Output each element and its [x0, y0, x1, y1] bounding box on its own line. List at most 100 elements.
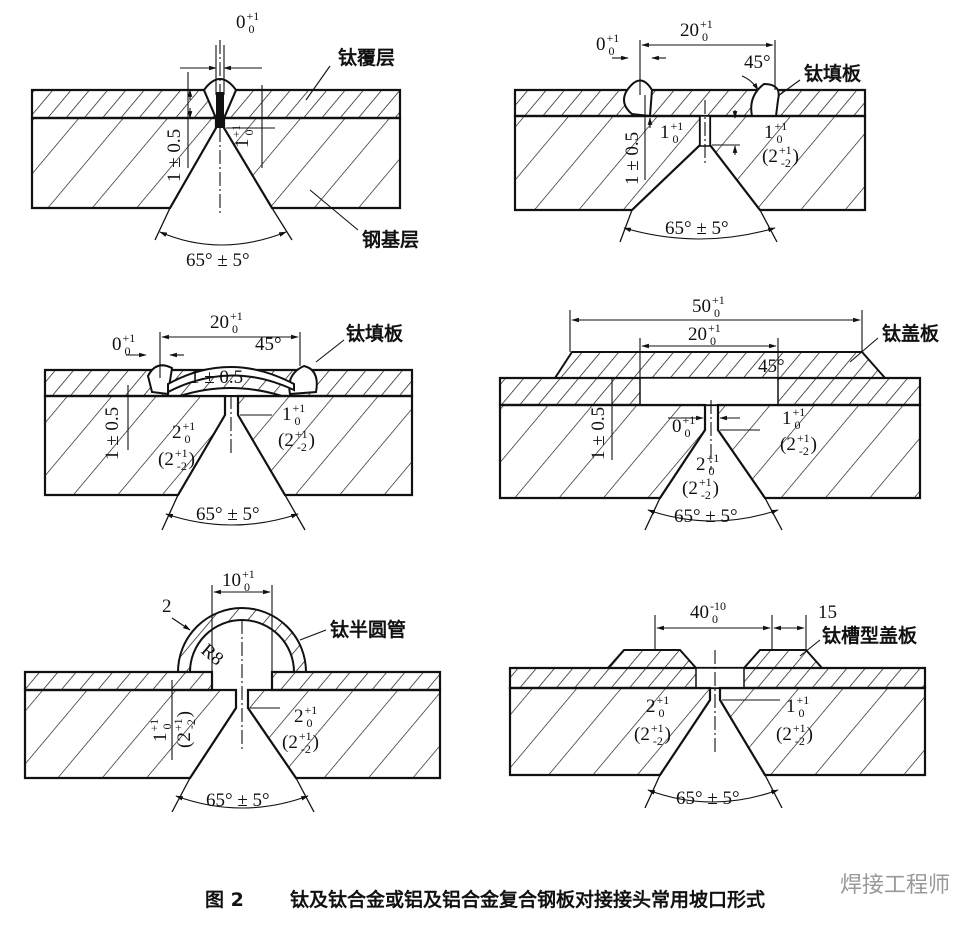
root-gap-tolerance: 2+10	[696, 451, 719, 478]
gap-tolerance: 0+10	[112, 331, 135, 358]
root-face-alt-tolerance: (2+1-2)	[278, 427, 315, 454]
panel-cover-plate-groove: 50+10 20+10 45° 钛盖板 1 ± 0.5 0+10 1+10 (2…	[498, 293, 940, 531]
tolerance-suffix: )	[174, 711, 195, 717]
tolerance-upper: +1	[797, 431, 810, 445]
figure-caption: 钛及钛合金或铝及铝合金复合钢板对接接头常用坡口形式	[290, 888, 765, 911]
tolerance-base: 0	[596, 34, 606, 55]
tolerance-suffix: )	[807, 724, 813, 745]
outer-width-tolerance: 50+10	[692, 293, 725, 320]
root-left-tolerance: 1+10	[660, 119, 683, 146]
base-label: 钢基层	[362, 228, 419, 251]
root-gap-alt-tolerance: (2+1-2)	[158, 446, 195, 473]
groove-angle-label: 65° ± 5°	[676, 788, 740, 809]
tube-thickness-label: 2	[162, 596, 172, 617]
root-face-tolerance: 1+10	[786, 693, 809, 720]
tolerance-upper: +1	[699, 475, 712, 489]
steel-base-left	[498, 403, 707, 500]
tolerance-base: 1	[782, 408, 792, 429]
tolerance-suffix: )	[665, 724, 671, 745]
figure-number: 图 2	[205, 889, 244, 911]
tolerance-base: (2	[780, 434, 796, 455]
tolerance-upper: +1	[683, 413, 696, 427]
depth-label: 1 ± 0.5	[622, 132, 643, 185]
cladding-cutout	[639, 377, 779, 406]
tolerance-upper: +1	[171, 718, 185, 731]
steel-base-left	[43, 394, 227, 497]
tolerance-base: 2	[172, 422, 182, 443]
tolerance-base: (2	[174, 732, 195, 748]
tolerance-base: 20	[210, 312, 229, 333]
root-gap-alt-tolerance: (2+1-2)	[634, 721, 671, 748]
groove-angle-label: 65° ± 5°	[665, 218, 729, 239]
tolerance-upper: +1	[293, 401, 306, 415]
steel-base-left	[513, 114, 702, 212]
tolerance-base: (2	[682, 478, 698, 499]
tolerance-base: 1	[282, 404, 292, 425]
depth-label: 1 ± 0.5	[588, 407, 609, 460]
tolerance-lower: 0	[795, 418, 801, 432]
tolerance-upper: +1	[305, 703, 318, 717]
root-face-alt-tolerance: (2+1-2)	[171, 711, 198, 748]
tolerance-base: 1	[150, 733, 171, 743]
steel-base-left	[508, 686, 712, 777]
groove-angle-label: 65° ± 5°	[196, 504, 260, 525]
titanium-cladding-left	[23, 670, 214, 692]
tolerance-lower: -2	[799, 444, 809, 458]
tolerance-upper: +1	[700, 17, 713, 31]
width-tolerance: 20+10	[210, 309, 243, 336]
tolerance-lower: 0	[307, 716, 313, 730]
tolerance-base: 0	[236, 12, 246, 33]
tolerance-upper: +1	[712, 293, 725, 307]
tolerance-upper: +1	[708, 321, 721, 335]
tolerance-lower: 0	[710, 334, 716, 348]
gap-tolerance: 0+10	[672, 413, 695, 440]
tolerance-suffix: )	[811, 434, 817, 455]
tolerance-base: 1	[660, 122, 670, 143]
tube-radius-label: R8	[197, 640, 227, 670]
watermark: 焊接工程师	[840, 873, 950, 898]
root-face-tolerance: 1+10	[782, 405, 805, 432]
tolerance-lower: 0	[232, 322, 238, 336]
tolerance-base: 1	[764, 122, 774, 143]
tolerance-base: 2	[696, 454, 706, 475]
titanium-cladding-right	[222, 88, 402, 120]
tolerance-upper: +1	[793, 721, 806, 735]
tolerance-base: 2	[646, 696, 656, 717]
panel-arched-filler-groove: 20+10 0+10 45° 钛填板 1 ± 0.5 1 ± 0.5 2+10 …	[43, 309, 414, 531]
tolerance-upper: +1	[123, 331, 136, 345]
root-face-alt-tolerance: (2+1-2)	[776, 721, 813, 748]
tolerance-suffix: )	[189, 449, 195, 470]
tolerance-lower: 0	[244, 580, 250, 594]
width-tolerance: 10+10	[222, 567, 255, 594]
tolerance-upper: +1	[775, 119, 788, 133]
tolerance-lower: -2	[781, 156, 791, 170]
tolerance-lower: 0	[185, 432, 191, 446]
cover-label: 钛盖板	[882, 322, 940, 345]
tolerance-upper: +1	[657, 693, 670, 707]
width-tolerance: 20+10	[680, 17, 713, 44]
root-gap-tolerance: 2+10	[646, 693, 669, 720]
tolerance-suffix: )	[793, 146, 799, 167]
tolerance-upper: +1	[651, 721, 664, 735]
tolerance-upper: -10	[710, 599, 726, 613]
tolerance-lower: 0	[242, 130, 256, 136]
tolerance-upper: +1	[295, 427, 308, 441]
channel-cover-right	[741, 649, 825, 669]
arched-filler-plate	[167, 366, 295, 394]
tolerance-base: 50	[692, 296, 711, 317]
tolerance-lower: 0	[685, 426, 691, 440]
tolerance-lower: -2	[653, 734, 663, 748]
tolerance-base: 1	[232, 139, 253, 149]
root-face-alt-tolerance: (2+1-2)	[780, 431, 817, 458]
panel-channel-cover-groove: 40-100 15 钛槽型盖板 2+10 (2+1-2) 1+10 (2+1-2…	[508, 599, 927, 809]
tolerance-lower: 0	[709, 464, 715, 478]
flange-width-label: 15	[818, 602, 837, 623]
steel-base-right	[716, 403, 922, 500]
titanium-cladding	[513, 88, 867, 118]
bevel-angle-label: 45°	[255, 334, 282, 355]
tolerance-upper: +1	[793, 405, 806, 419]
filler-bead-right	[750, 82, 780, 117]
